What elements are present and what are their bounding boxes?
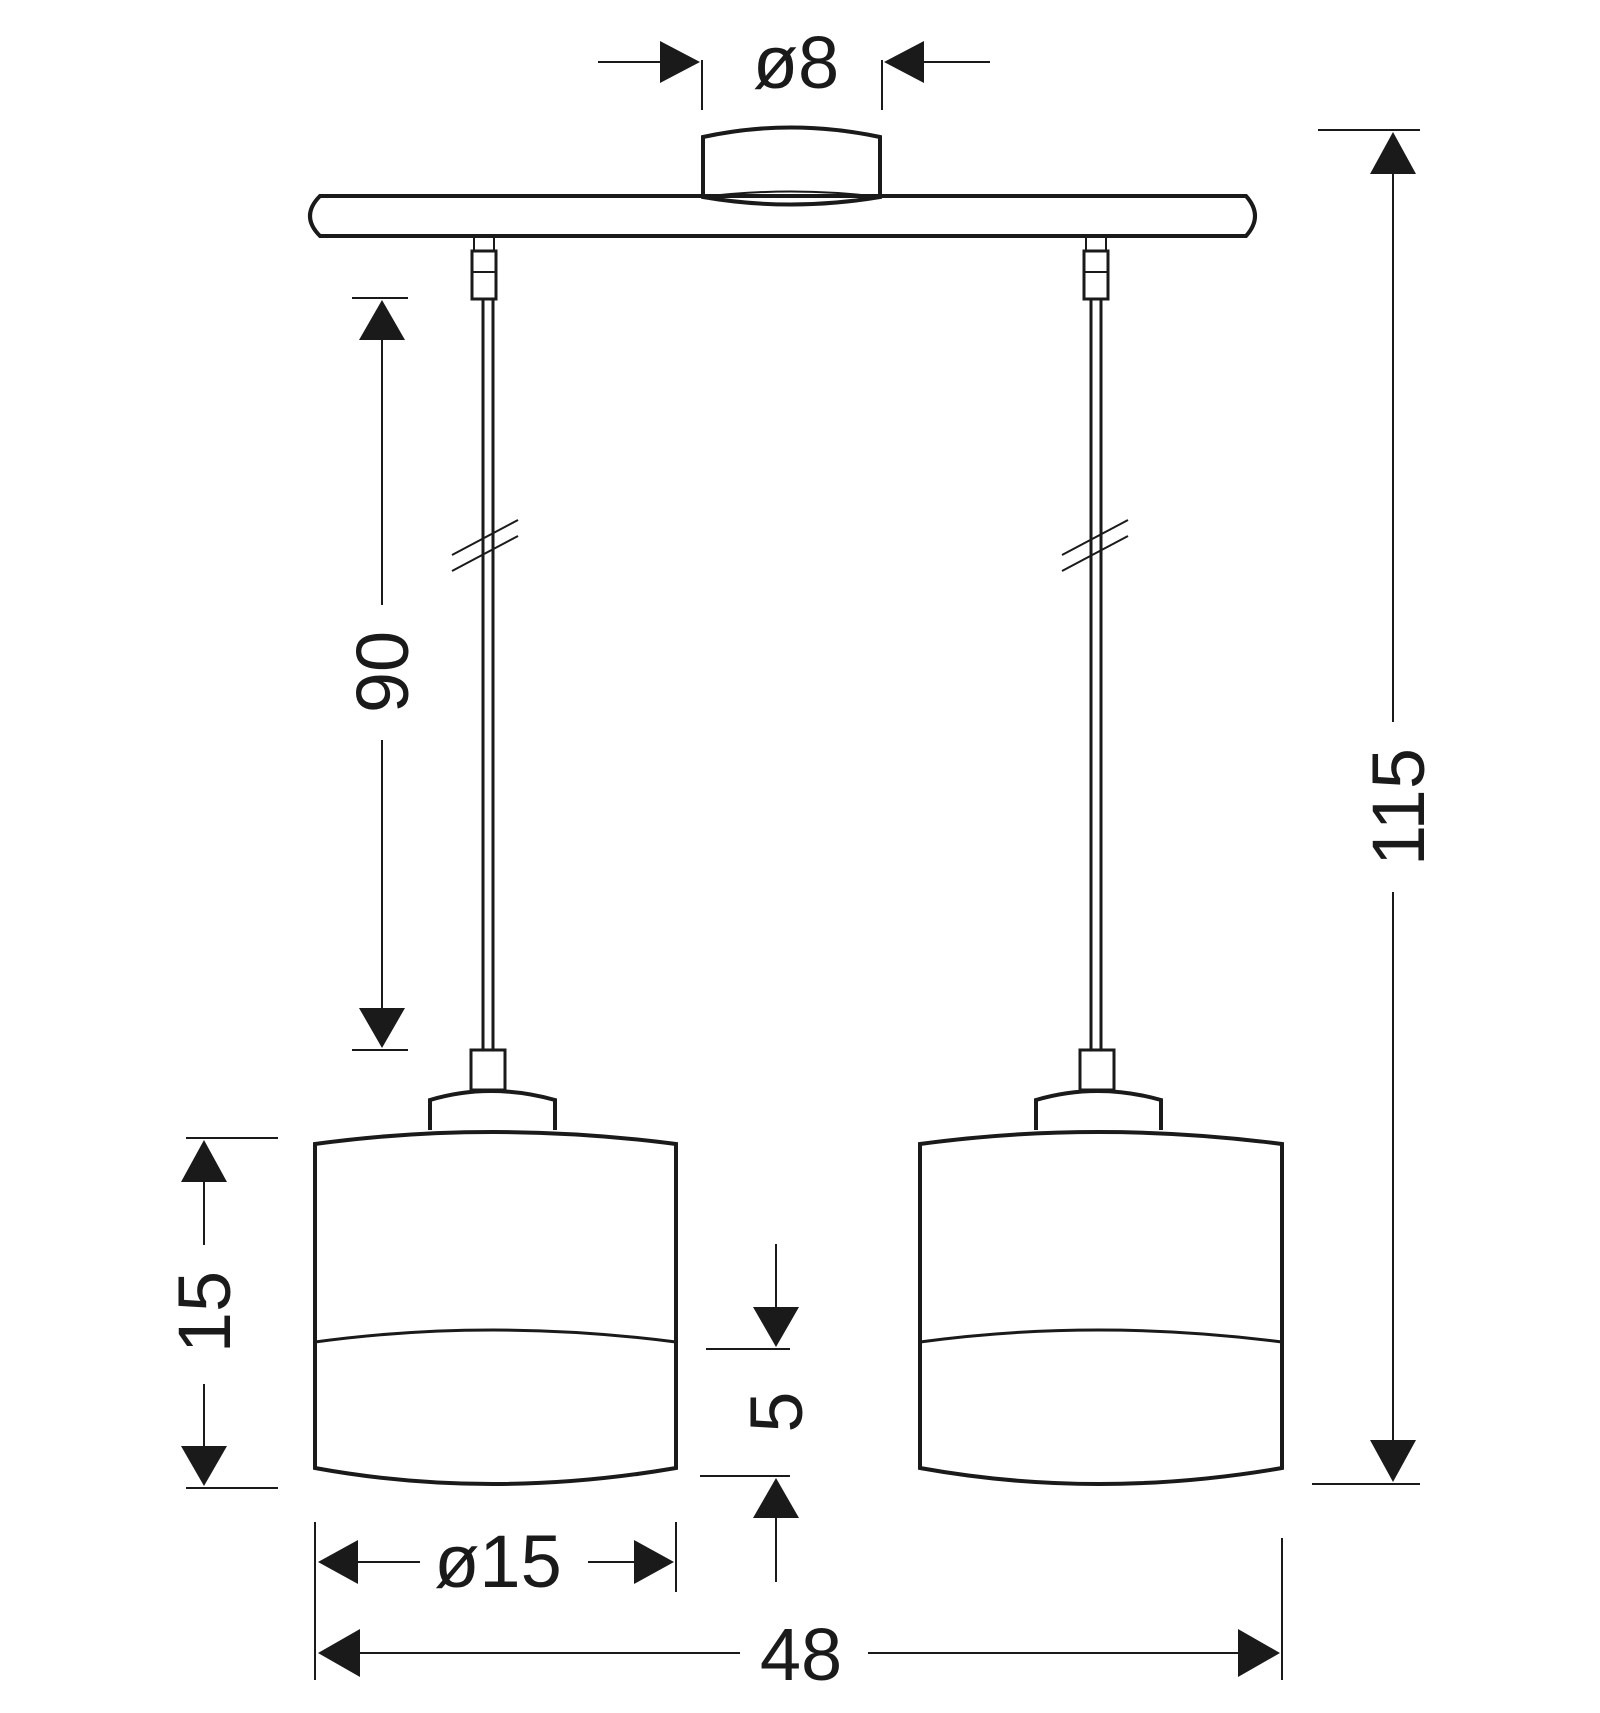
- arrow-down-icon: [1370, 1440, 1416, 1482]
- arrow-left-icon: [884, 41, 924, 83]
- left-lamp-shade: [313, 1089, 678, 1486]
- shade-height-label: 15: [163, 1271, 246, 1353]
- arrow-down-icon: [753, 1307, 799, 1347]
- total-height-label: 115: [1357, 748, 1440, 866]
- shade-height-dimension: 15: [163, 1137, 278, 1489]
- arrow-right-icon: [1238, 1629, 1280, 1677]
- arrow-left-icon: [318, 1629, 360, 1677]
- arrow-left-icon: [318, 1540, 358, 1584]
- band-height-dimension: 5: [700, 1244, 818, 1582]
- arrow-up-icon: [753, 1478, 799, 1518]
- total-width-label: 48: [760, 1613, 842, 1696]
- cord-length-label: 90: [341, 631, 424, 713]
- canopy-diameter-dimension: ø8: [598, 21, 990, 110]
- shade-diameter-label: ø15: [434, 1520, 562, 1603]
- shade-diameter-dimension: ø15: [314, 1520, 677, 1603]
- right-cord: [1061, 236, 1129, 1092]
- arrow-up-icon: [181, 1140, 227, 1182]
- mounting-bar: [308, 194, 1257, 238]
- arrow-down-icon: [181, 1446, 227, 1486]
- canopy-diameter-label: ø8: [753, 21, 839, 104]
- ceiling-canopy: [701, 125, 882, 207]
- arrow-up-icon: [1370, 132, 1416, 174]
- cord-length-dimension: 90: [341, 297, 424, 1051]
- band-height-label: 5: [735, 1391, 818, 1432]
- total-width-dimension: 48: [314, 1538, 1283, 1696]
- arrow-down-icon: [359, 1008, 405, 1048]
- left-cord: [451, 236, 519, 1092]
- arrow-up-icon: [359, 300, 405, 340]
- right-lamp-shade: [918, 1089, 1284, 1486]
- total-height-dimension: 115: [1312, 129, 1440, 1485]
- arrow-right-icon: [634, 1540, 674, 1584]
- arrow-right-icon: [660, 41, 700, 83]
